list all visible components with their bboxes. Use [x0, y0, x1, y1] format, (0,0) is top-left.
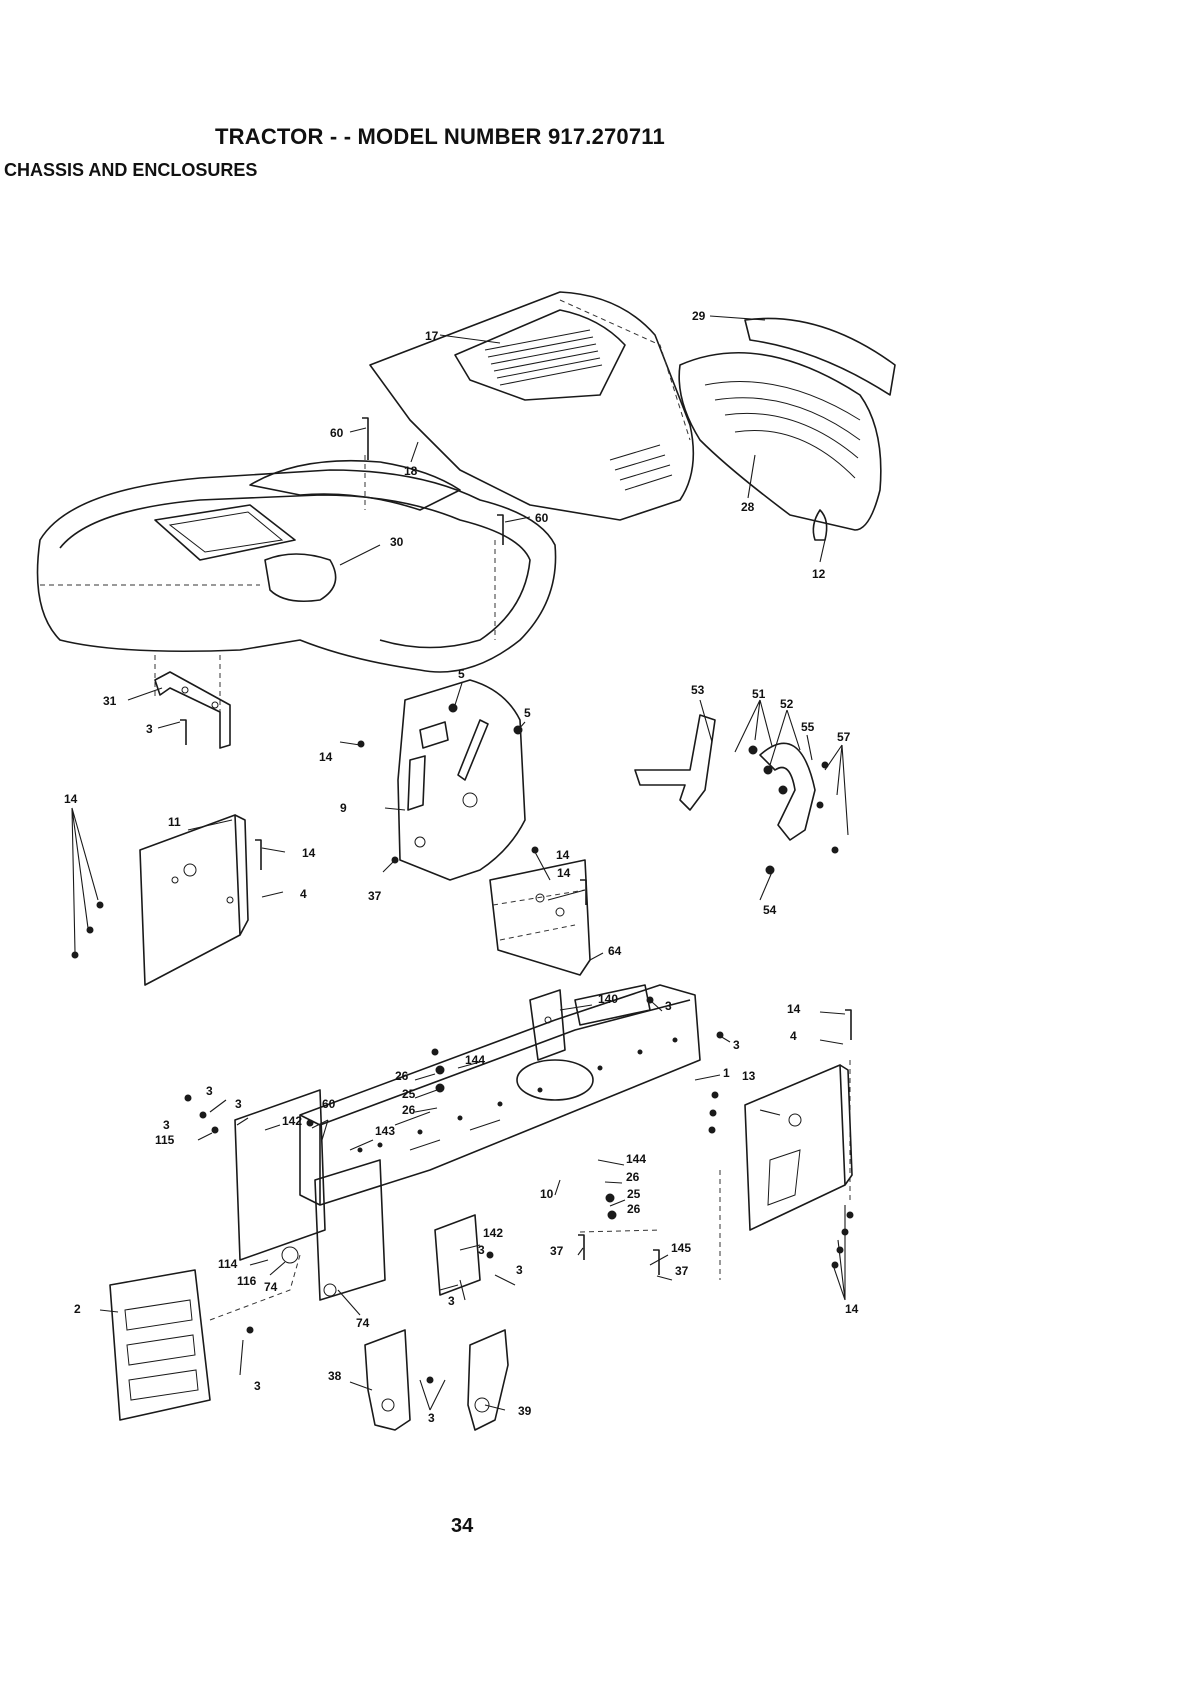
callout-18: 18 [404, 464, 418, 478]
main-frame-part [300, 985, 700, 1205]
callout-37b: 37 [550, 1244, 564, 1258]
callout-37c: 37 [675, 1264, 689, 1278]
callout-38: 38 [328, 1369, 342, 1383]
rear-bracket-part [530, 990, 565, 1060]
callout-26b: 26 [402, 1103, 416, 1117]
callout-39: 39 [518, 1404, 532, 1418]
callout-60b: 60 [535, 511, 549, 525]
hitch-brackets-part [365, 1330, 508, 1430]
callout-26c: 26 [626, 1170, 640, 1184]
callout-3h: 3 [516, 1263, 523, 1277]
callout-5b: 5 [524, 706, 531, 720]
callout-55: 55 [801, 720, 815, 734]
callout-2: 2 [74, 1302, 81, 1316]
callout-5: 5 [458, 667, 465, 681]
callout-28: 28 [741, 500, 755, 514]
callout-53: 53 [691, 683, 705, 697]
callout-26d: 26 [627, 1202, 641, 1216]
callout-3i: 3 [448, 1294, 455, 1308]
callout-3j: 3 [428, 1411, 435, 1425]
callout-9: 9 [340, 801, 347, 815]
callout-37: 37 [368, 889, 382, 903]
callout-143: 143 [375, 1124, 395, 1138]
callout-54: 54 [763, 903, 777, 917]
callout-64: 64 [608, 944, 622, 958]
callout-14e: 14 [557, 866, 571, 880]
callout-116: 116 [237, 1274, 257, 1288]
callout-14: 14 [319, 750, 333, 764]
callout-144b: 144 [626, 1152, 646, 1166]
callout-3d: 3 [206, 1084, 213, 1098]
callout-14g: 14 [845, 1302, 859, 1316]
page-number: 34 [451, 1515, 473, 1538]
right-side-panel-part [745, 1065, 852, 1230]
lower-dash-part [490, 860, 590, 975]
left-side-panel-part [140, 815, 248, 985]
callout-14d: 14 [556, 848, 570, 862]
callout-11: 11 [168, 815, 181, 829]
callout-114: 114 [218, 1257, 238, 1271]
callout-14f: 14 [787, 1002, 801, 1016]
callout-144: 144 [465, 1053, 485, 1067]
callout-14c: 14 [302, 846, 316, 860]
callout-3: 3 [146, 722, 153, 736]
callout-13: 13 [742, 1069, 756, 1083]
callout-30: 30 [390, 535, 404, 549]
bumper-plate-part [110, 1270, 210, 1420]
hardware-parts [72, 418, 853, 1383]
front-plates-part [235, 1090, 480, 1300]
callout-4b: 4 [790, 1029, 797, 1043]
fender-bracket-part [155, 672, 230, 748]
callout-115: 115 [155, 1133, 175, 1147]
pedal-bracket-part [635, 715, 815, 840]
callout-3k: 3 [254, 1379, 261, 1393]
callout-145: 145 [671, 1241, 691, 1255]
callout-60: 60 [330, 426, 344, 440]
callout-4: 4 [300, 887, 307, 901]
callout-31: 31 [103, 694, 117, 708]
callout-26: 26 [395, 1069, 409, 1083]
fender-part [38, 461, 556, 672]
callout-14b: 14 [64, 792, 78, 806]
hood-part [370, 292, 693, 520]
callout-142b: 142 [483, 1226, 503, 1240]
callout-12: 12 [812, 567, 826, 581]
callout-3f: 3 [163, 1118, 170, 1132]
callout-leaders [72, 316, 848, 1410]
callout-10: 10 [540, 1187, 554, 1201]
callout-3e: 3 [235, 1097, 242, 1111]
callout-3g: 3 [478, 1243, 485, 1257]
callout-74: 74 [264, 1280, 278, 1294]
callout-3b: 3 [665, 999, 672, 1013]
callout-1: 1 [723, 1066, 730, 1080]
callout-3c: 3 [733, 1038, 740, 1052]
assembly-lines [155, 455, 850, 1280]
callout-140: 140 [598, 992, 618, 1006]
grille-part [679, 318, 895, 540]
callout-74b: 74 [356, 1316, 370, 1330]
callout-17: 17 [425, 329, 439, 343]
callout-60c: 60 [322, 1097, 336, 1111]
callout-52: 52 [780, 697, 794, 711]
callout-25: 25 [402, 1087, 416, 1101]
callout-142: 142 [282, 1114, 302, 1128]
callout-57: 57 [837, 730, 851, 744]
callout-25b: 25 [627, 1187, 641, 1201]
dash-panel-part [398, 680, 525, 880]
callout-29: 29 [692, 309, 706, 323]
callout-51: 51 [752, 687, 766, 701]
